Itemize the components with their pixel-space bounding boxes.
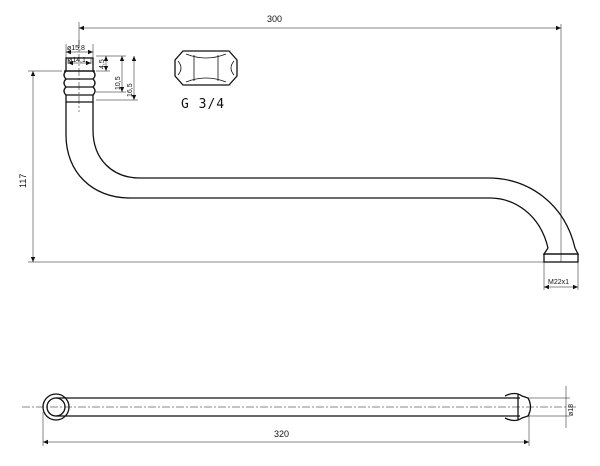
spout-tube (65, 102, 580, 263)
dimension-300-label: 300 (267, 14, 282, 24)
dimension-320-label: 320 (274, 429, 289, 439)
inner-diameter-label: ø14,1 (68, 57, 86, 64)
dimension-320: 320 (42, 412, 530, 446)
outlet-thread-label: M22x1 (548, 279, 569, 286)
dimension-dia-18: ø18 (528, 386, 575, 428)
outlet-thread-dimension: M22x1 (543, 262, 579, 290)
outer-diameter-label: ø15,8 (67, 45, 85, 52)
dimension-117-label: 117 (18, 174, 28, 188)
inlet-length-dimensions: 4,5 10,5 16,5 (96, 55, 138, 101)
dimension-16-5-label: 16,5 (127, 83, 134, 97)
nut-thread-label: G 3/4 (181, 97, 225, 112)
dimension-10-5-label: 10,5 (115, 76, 122, 90)
dimension-4-5-label: 4,5 (99, 59, 106, 69)
dimension-300: 300 (78, 14, 562, 262)
top-view: 300 117 ø15,8 ø14,1 4,5 (18, 14, 580, 290)
dimension-dia-18-label: ø18 (568, 404, 575, 416)
side-view: ø18 320 (22, 386, 578, 446)
hex-nut: G 3/4 (174, 50, 238, 112)
inlet-connector (63, 40, 96, 112)
inlet-diameter-dimensions: ø15,8 ø14,1 (65, 44, 94, 66)
dimension-117: 117 (18, 70, 545, 263)
